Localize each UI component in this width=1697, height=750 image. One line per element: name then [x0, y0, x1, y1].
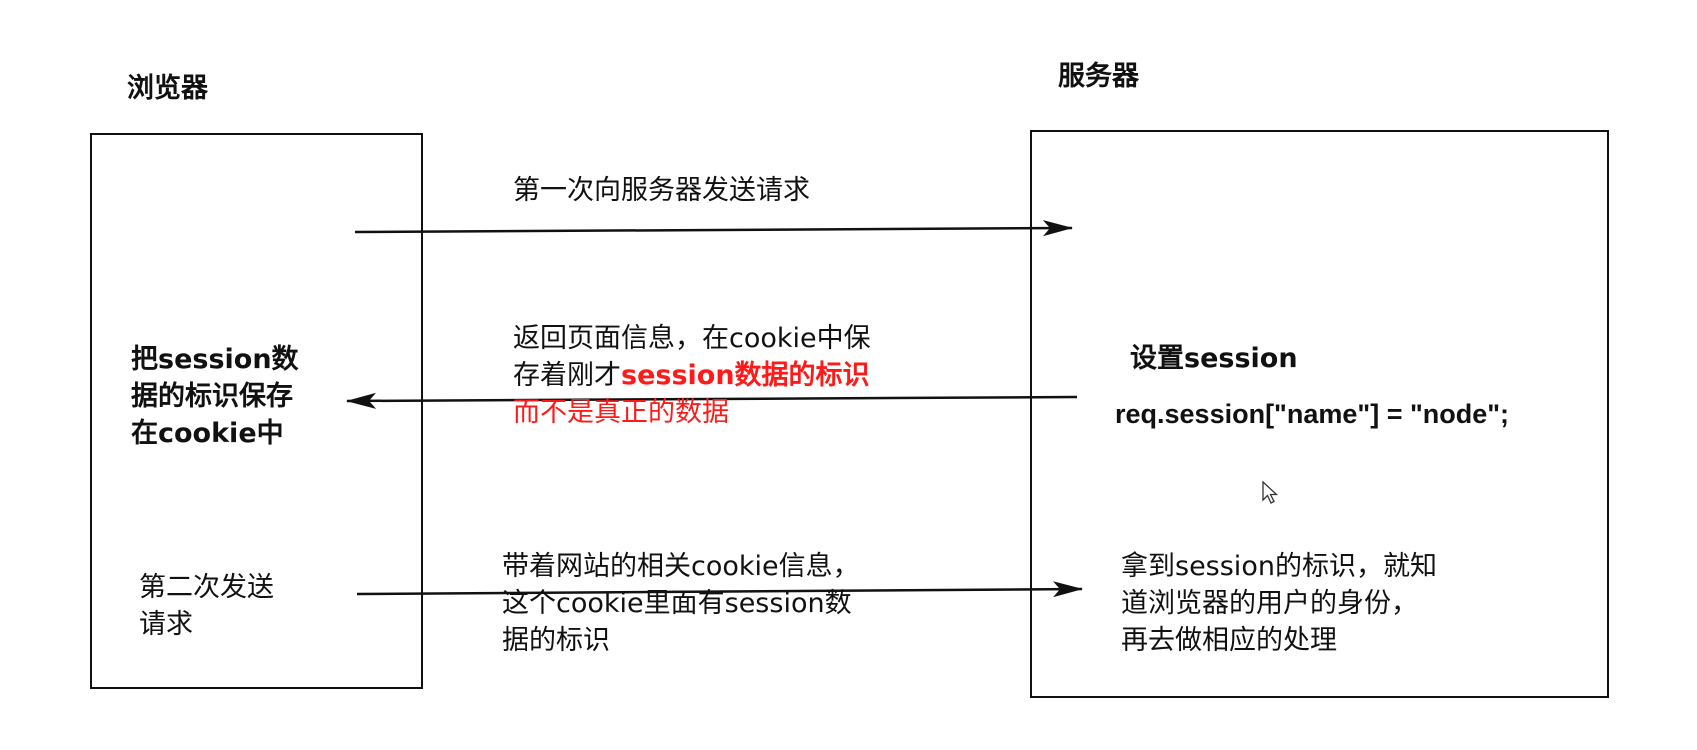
browser-note-line: 把session数	[131, 344, 299, 375]
response-line-2-red: session数据的标识	[621, 360, 870, 391]
server-box	[1030, 130, 1609, 698]
set-session-label: 设置session	[1130, 343, 1298, 374]
arrow-response	[346, 392, 1078, 409]
response-line-3: 而不是真正的数据	[513, 397, 729, 428]
server-handling: 拿到session的标识，就知 道浏览器的用户的身份， 再去做相应的处理	[1121, 548, 1437, 659]
browser-title: 浏览器	[127, 73, 208, 104]
mouse-pointer-icon	[1262, 481, 1279, 504]
arrow-second-request	[356, 581, 1083, 598]
response-line-2: 存着刚才session数据的标识	[513, 357, 871, 394]
second-request-info-line: 带着网站的相关cookie信息，	[502, 551, 860, 582]
browser-note-line: 在cookie中	[131, 418, 284, 449]
response-label: 返回页面信息，在cookie中保 存着刚才session数据的标识 而不是真正的…	[513, 320, 871, 431]
second-request-info-line: 据的标识	[502, 625, 610, 656]
handling-line: 道浏览器的用户的身份，	[1121, 588, 1418, 619]
browser-note: 把session数 据的标识保存 在cookie中	[131, 341, 299, 452]
second-request-info: 带着网站的相关cookie信息， 这个cookie里面有session数 据的标…	[502, 548, 860, 659]
browser-second-request: 第二次发送 请求	[139, 569, 274, 643]
browser-note-line: 据的标识保存	[131, 381, 293, 412]
browser-box	[90, 133, 423, 689]
second-request-line: 第二次发送	[139, 572, 274, 603]
second-request-line: 请求	[139, 609, 193, 640]
server-title: 服务器	[1058, 61, 1139, 92]
first-request-label: 第一次向服务器发送请求	[513, 175, 810, 206]
handling-line: 拿到session的标识，就知	[1121, 551, 1437, 582]
session-code: req.session["name"] = "node";	[1115, 399, 1510, 429]
response-line-2-black: 存着刚才	[513, 360, 621, 391]
handling-line: 再去做相应的处理	[1121, 625, 1337, 656]
response-line-1: 返回页面信息，在cookie中保	[513, 323, 871, 354]
second-request-info-line: 这个cookie里面有session数	[502, 588, 852, 619]
arrow-first-request	[354, 220, 1073, 237]
